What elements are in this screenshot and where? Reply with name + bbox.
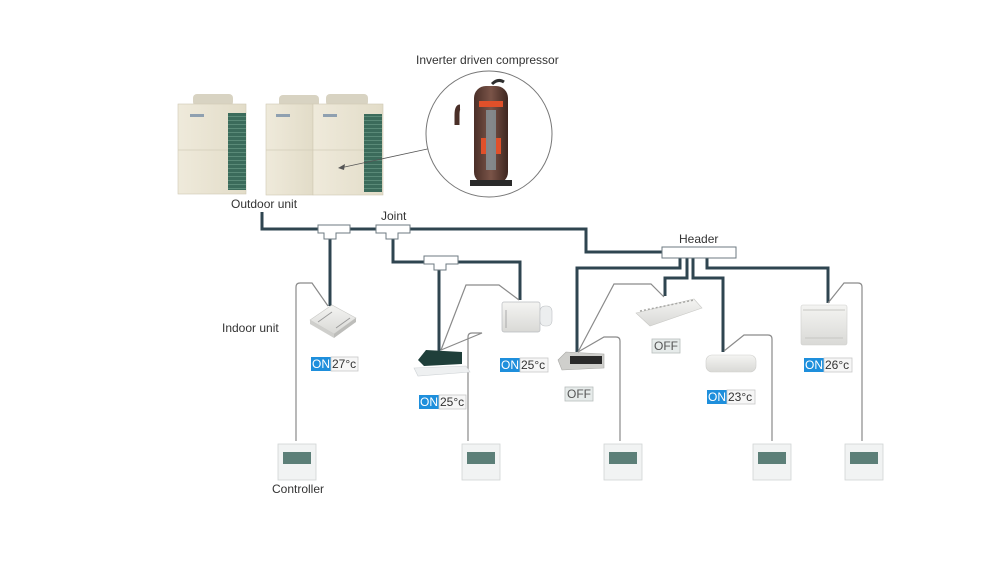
indoor-unit-ceiling-suspended[interactable]	[635, 298, 703, 327]
joint-fitting-3	[423, 255, 459, 271]
status-badge-cassette-1way: ON 25°c	[419, 394, 467, 410]
refrigerant-piping	[260, 212, 830, 352]
controller-5[interactable]	[844, 443, 884, 481]
callout-arrow-icon	[338, 164, 345, 170]
status-badge-floor-standing: ON 26°c	[804, 357, 853, 373]
control-wiring	[295, 282, 863, 441]
indoor-unit-floor-standing[interactable]	[800, 304, 848, 346]
controller-3[interactable]	[603, 443, 643, 481]
temperature-text: 27°c	[332, 357, 356, 371]
header-label: Header	[679, 232, 718, 246]
joint-fitting-1	[317, 224, 351, 240]
status-on-text: ON	[312, 357, 330, 371]
outdoor-unit-group	[177, 94, 384, 196]
outdoor-unit-label: Outdoor unit	[231, 197, 298, 211]
status-on-text: ON	[805, 358, 823, 372]
temperature-text: 23°c	[728, 390, 752, 404]
header-fitting	[661, 246, 737, 259]
status-off-text: OFF	[654, 339, 678, 353]
controller-4[interactable]	[752, 443, 792, 481]
callout-line	[339, 147, 433, 169]
outdoor-unit-2	[265, 95, 319, 196]
indoor-unit-wall-mounted[interactable]	[705, 354, 757, 373]
outdoor-unit-3	[312, 94, 384, 196]
status-on-text: ON	[420, 395, 438, 409]
status-on-text: ON	[708, 390, 726, 404]
status-badge-cassette-4way: ON 27°c	[311, 356, 359, 372]
indoor-unit-cassette-4way[interactable]	[309, 304, 357, 338]
status-on-text: ON	[501, 358, 519, 372]
compressor-icon	[454, 78, 512, 186]
indoor-unit-floor-concealed[interactable]	[501, 301, 553, 333]
indoor-unit-cassette-1way[interactable]	[413, 350, 471, 377]
indoor-unit-label: Indoor unit	[222, 321, 279, 335]
status-off-text: OFF	[567, 387, 591, 401]
indoor-unit-ducted[interactable]	[557, 351, 605, 371]
temperature-text: 25°c	[521, 358, 545, 372]
compressor-label: Inverter driven compressor	[416, 53, 559, 67]
temperature-text: 26°c	[825, 358, 849, 372]
status-badge-ducted: OFF	[564, 386, 594, 402]
status-badge-floor-concealed: ON 25°c	[500, 357, 549, 373]
controller-label: Controller	[272, 482, 324, 496]
status-badge-ceiling-suspended: OFF	[651, 338, 681, 354]
status-badge-wall-mounted: ON 23°c	[707, 389, 756, 405]
joint-label: Joint	[381, 209, 407, 223]
temperature-text: 25°c	[440, 395, 464, 409]
controller-2[interactable]	[461, 443, 501, 481]
compressor-callout	[425, 70, 553, 198]
controller-1[interactable]	[277, 443, 317, 481]
joint-fitting-2	[375, 224, 411, 240]
outdoor-unit-1	[177, 94, 247, 195]
